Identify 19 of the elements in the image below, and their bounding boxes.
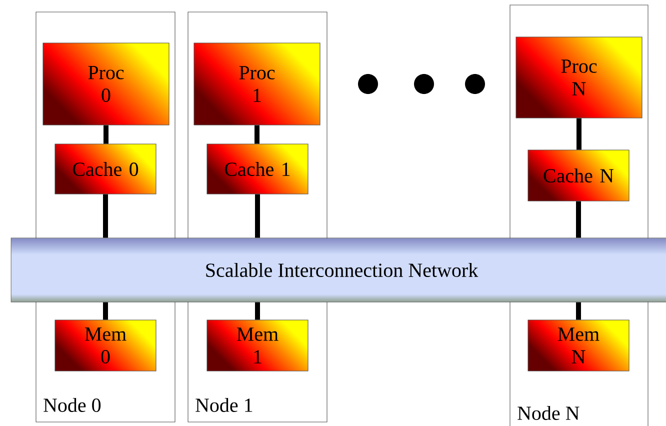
processor-box: Proc 0 <box>42 42 170 126</box>
memory-box: Mem 0 <box>54 320 156 372</box>
processor-box: Proc N <box>516 36 642 118</box>
cache-box: Cache N <box>528 150 630 202</box>
connector-line <box>576 302 581 320</box>
connector-line <box>103 194 108 238</box>
connector-line <box>103 302 108 320</box>
cache-box: Cache 0 <box>54 144 156 194</box>
connector-line <box>576 201 581 238</box>
processor-box: Proc 1 <box>194 42 320 126</box>
cache-box: Cache 1 <box>206 144 308 194</box>
memory-box: Mem N <box>528 320 630 372</box>
network-band: Scalable Interconnection Network <box>10 238 666 302</box>
memory-box: Mem 1 <box>206 320 308 372</box>
connector-line <box>576 118 582 150</box>
connector-line <box>254 125 260 144</box>
connector-line <box>255 302 260 320</box>
connector-line <box>255 194 260 238</box>
connector-line <box>104 125 108 144</box>
